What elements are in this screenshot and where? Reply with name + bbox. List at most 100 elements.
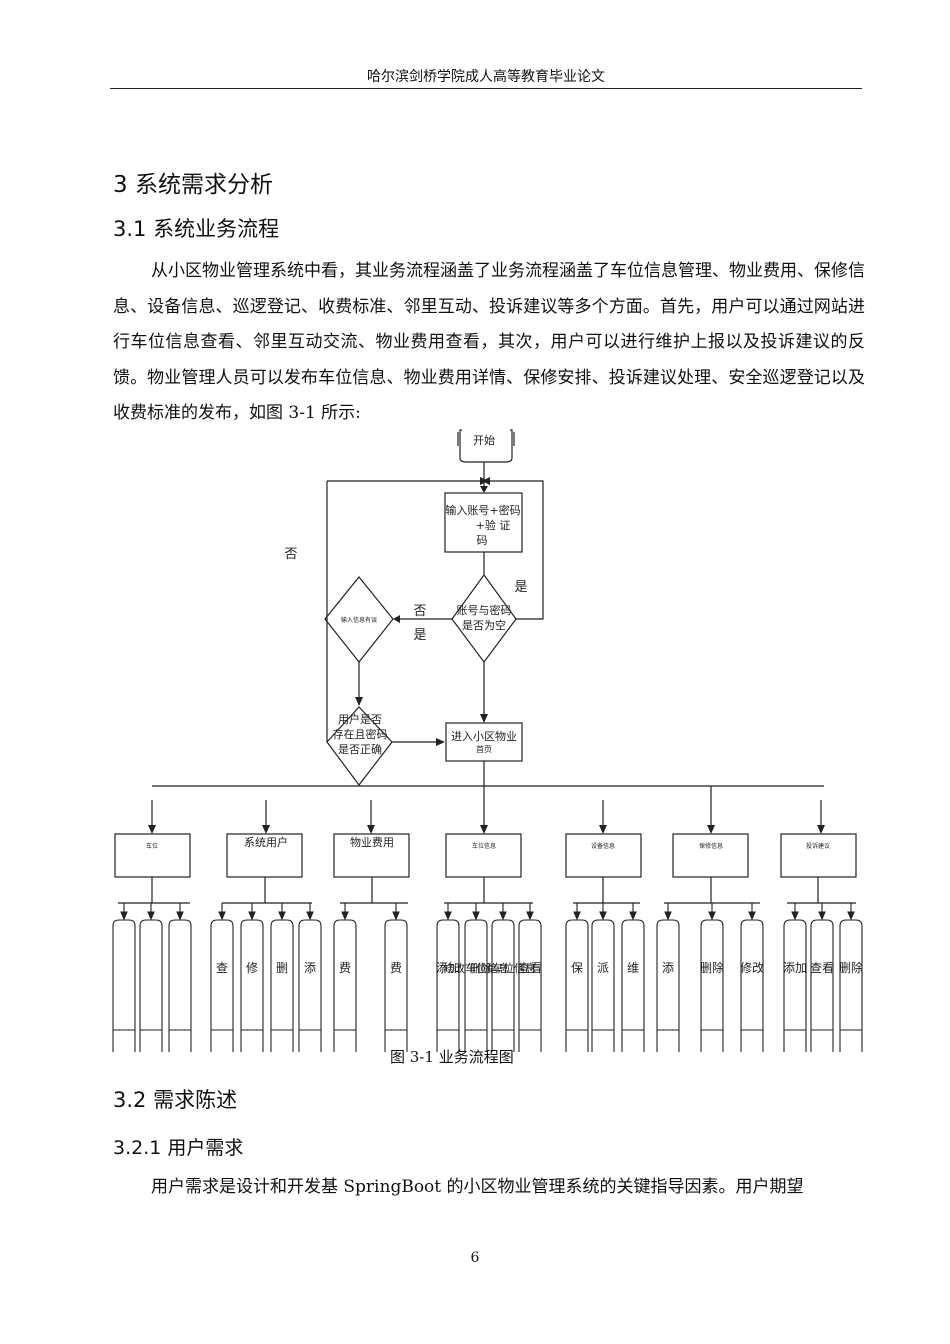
module-box-7 [780, 833, 857, 878]
enter-line1: 进入小区物业 [451, 729, 517, 743]
leaf-arrowhead [218, 911, 226, 921]
leaf-box [783, 919, 807, 1052]
leaf-box [464, 919, 488, 1052]
leaf-arrowhead [708, 911, 716, 921]
leaf-arrowhead [791, 911, 799, 921]
leaf-arrowhead [120, 911, 128, 921]
leaf-label: 删除车位信息 [470, 961, 536, 975]
leaf-label: 费 [390, 961, 402, 975]
input-line2: +验 证 [476, 518, 511, 532]
leaf-label: 修改车位信息 [443, 961, 509, 975]
no-label-left: 否 [284, 547, 297, 562]
leaf-box [591, 919, 615, 1052]
leaf-box [270, 919, 294, 1052]
leaf-arrowhead [248, 911, 256, 921]
body-paragraph-2: 用户需求是设计和开发基 SpringBoot 的小区物业管理系统的关键指导因素。… [151, 1177, 804, 1197]
leaf-box [384, 919, 408, 1052]
leaf-box [656, 919, 680, 1052]
leaf-arrowhead [176, 911, 184, 921]
leaf-box [700, 919, 724, 1052]
leaf-arrowhead [818, 911, 826, 921]
input-line3: 码 [477, 534, 488, 547]
leaf-label: 保 [571, 961, 583, 975]
leaf-box [810, 919, 834, 1052]
leaf-label: 查 [216, 961, 228, 975]
subsection-title-2: 3.2 需求陈述 [113, 1088, 238, 1112]
empty-check-line1: 账号与密码 [457, 603, 512, 617]
module-label-7: 投诉建议 [806, 842, 830, 850]
leaf-label: 查看 [518, 961, 542, 975]
leaf-label: 费 [339, 961, 351, 975]
module-label-1: 车位 [146, 842, 158, 850]
leaf-arrowhead [499, 911, 507, 921]
section-title: 3 系统需求分析 [113, 172, 273, 198]
yes-label-right: 是 [514, 580, 527, 595]
leaf-box [240, 919, 264, 1052]
module-box-5 [565, 833, 642, 878]
leaf-arrowhead [444, 911, 452, 921]
leaf-label: 添加 [436, 961, 460, 975]
page-number: 6 [470, 1250, 480, 1266]
leaf-label: 派 [597, 961, 609, 975]
yes-label-mid: 是 [413, 628, 426, 643]
module-label-6: 保修信息 [699, 842, 723, 850]
leaf-label: 删 [276, 961, 288, 975]
module-box-4 [445, 833, 522, 878]
error-diamond-label: 输入信息有误 [341, 616, 377, 624]
leaf-box [112, 919, 136, 1052]
empty-check-line2: 是否为空 [462, 618, 506, 632]
leaf-arrowhead [664, 911, 672, 921]
leaf-arrowhead [847, 911, 855, 921]
leaf-label: 添 [304, 961, 316, 975]
leaf-box [298, 919, 322, 1052]
user-check-diamond [326, 706, 393, 786]
leaf-label: 查看 [810, 961, 834, 975]
leaf-arrowhead [573, 911, 581, 921]
module-box-6 [672, 833, 749, 878]
module-label-3: 物业费用 [350, 835, 394, 849]
leaf-box [621, 919, 645, 1052]
module-label-2: 系统用户 [244, 835, 288, 849]
module-label-5: 设备信息 [591, 842, 615, 850]
user-check-line2: 存在且密码 [333, 727, 388, 741]
leaf-box [565, 919, 589, 1052]
enter-line2: 首页 [476, 744, 492, 754]
leaf-label: 维 [627, 961, 639, 975]
subsubsection-title: 3.2.1 用户需求 [113, 1137, 244, 1159]
leaf-label: 删除 [700, 960, 724, 975]
user-check-line1: 用户是否 [338, 712, 382, 726]
input-line1: 输入账号+密码 [445, 503, 520, 517]
leaf-box [333, 919, 357, 1052]
body-paragraph: 从小区物业管理系统中看，其业务流程涵盖了业务流程涵盖了车位信息管理、物业费用、保… [113, 261, 865, 423]
leaf-arrowhead [392, 911, 400, 921]
leaf-box [210, 919, 234, 1052]
page-header: 哈尔滨剑桥学院成人高等教育毕业论文 [367, 69, 605, 85]
subsection-title: 3.1 系统业务流程 [113, 217, 280, 241]
leaf-label: 删除 [839, 960, 863, 975]
leaf-arrowhead [526, 911, 534, 921]
module-label-4: 车位信息 [472, 842, 496, 850]
leaf-arrowhead [306, 911, 314, 921]
leaf-arrowhead [147, 911, 155, 921]
leaf-arrowhead [278, 911, 286, 921]
leaf-arrowhead [599, 911, 607, 921]
leaf-label: 修改 [740, 960, 764, 975]
leaf-box [740, 919, 764, 1052]
start-terminal [459, 429, 513, 463]
leaf-box [518, 919, 542, 1052]
leaf-box [491, 919, 515, 1052]
leaf-box [839, 919, 863, 1052]
leaf-label: 添 [662, 961, 674, 975]
leaf-label: 修 [246, 960, 258, 975]
module-box-1 [114, 833, 191, 878]
leaf-arrowhead [341, 911, 349, 921]
leaf-arrowhead [748, 911, 756, 921]
leaf-arrowhead [629, 911, 637, 921]
figure-caption: 图 3-1 业务流程图 [390, 1048, 514, 1066]
start-label: 开始 [473, 433, 495, 447]
leaf-box [139, 919, 163, 1052]
user-check-line3: 是否正确 [338, 743, 382, 756]
leaf-label: 添加 [783, 961, 807, 975]
leaf-box [436, 919, 460, 1052]
leaf-arrowhead [472, 911, 480, 921]
